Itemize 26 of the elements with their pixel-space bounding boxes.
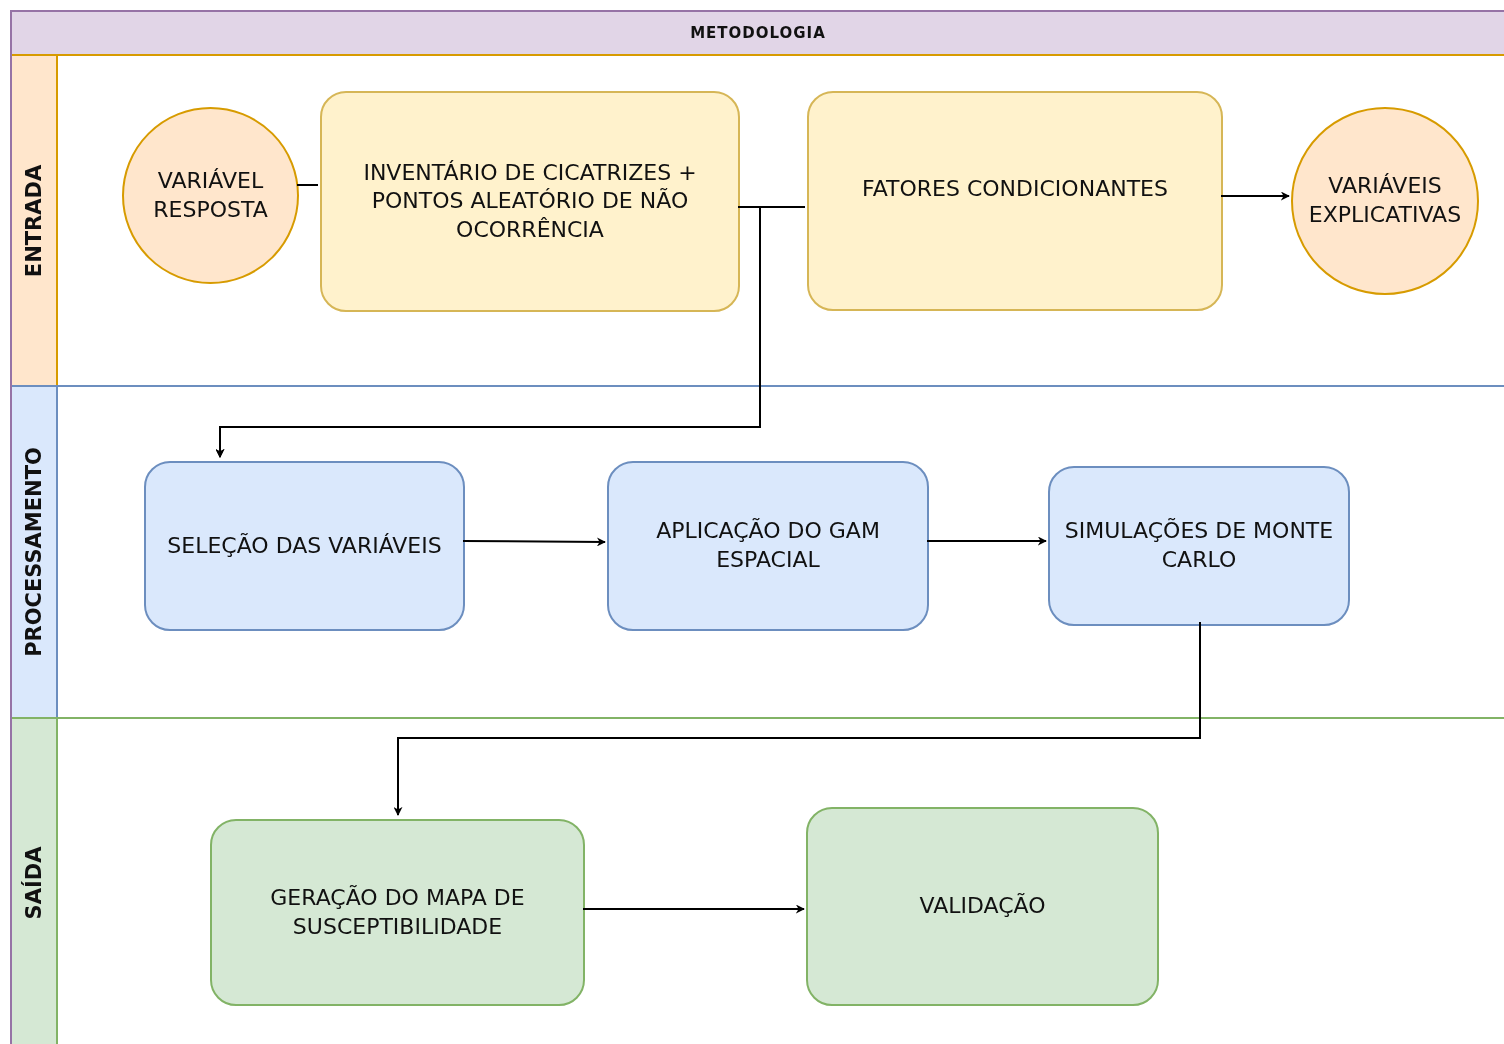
node-label: SELEÇÃO DAS VARIÁVEIS	[166, 531, 443, 560]
node-label: GERAÇÃO DO MAPA DE SUSCEPTIBILIDADE	[269, 883, 526, 941]
lane-title: SAÍDA	[22, 846, 46, 919]
process-box	[320, 91, 740, 312]
process-box	[607, 461, 929, 631]
connector-arrow	[926, 536, 1047, 546]
node-label: INVENTÁRIO DE CICATRIZES + PONTOS ALEATÓRIO DE NÃO OCORRÊNCIA	[362, 158, 698, 244]
process-box	[807, 91, 1223, 311]
connector-arrow	[462, 537, 606, 547]
node-label: SIMULAÇÕES DE MONTE CARLO	[1063, 517, 1335, 574]
process-box	[210, 819, 585, 1006]
process-box	[144, 461, 465, 631]
connector-arrow	[393, 621, 1201, 816]
connector-arrow	[1220, 191, 1290, 201]
pool-frame	[10, 10, 1504, 1044]
node-label: APLICAÇÃO DO GAM ESPACIAL	[655, 517, 881, 574]
connector-arrow	[582, 904, 805, 914]
pool-title: METODOLOGIA	[690, 24, 826, 42]
node-label: FATORES CONDICIONANTES	[861, 174, 1169, 203]
node-label: VALIDAÇÃO	[918, 892, 1047, 921]
lane-title: ENTRADA	[22, 164, 46, 277]
process-box	[806, 807, 1159, 1006]
lane-title: PROCESSAMENTO	[22, 447, 46, 657]
node-label: VARIÁVEIS EXPLICATIVAS	[1307, 172, 1463, 229]
node-label: VARIÁVEL RESPOSTA	[152, 166, 269, 224]
process-box	[1048, 466, 1350, 626]
